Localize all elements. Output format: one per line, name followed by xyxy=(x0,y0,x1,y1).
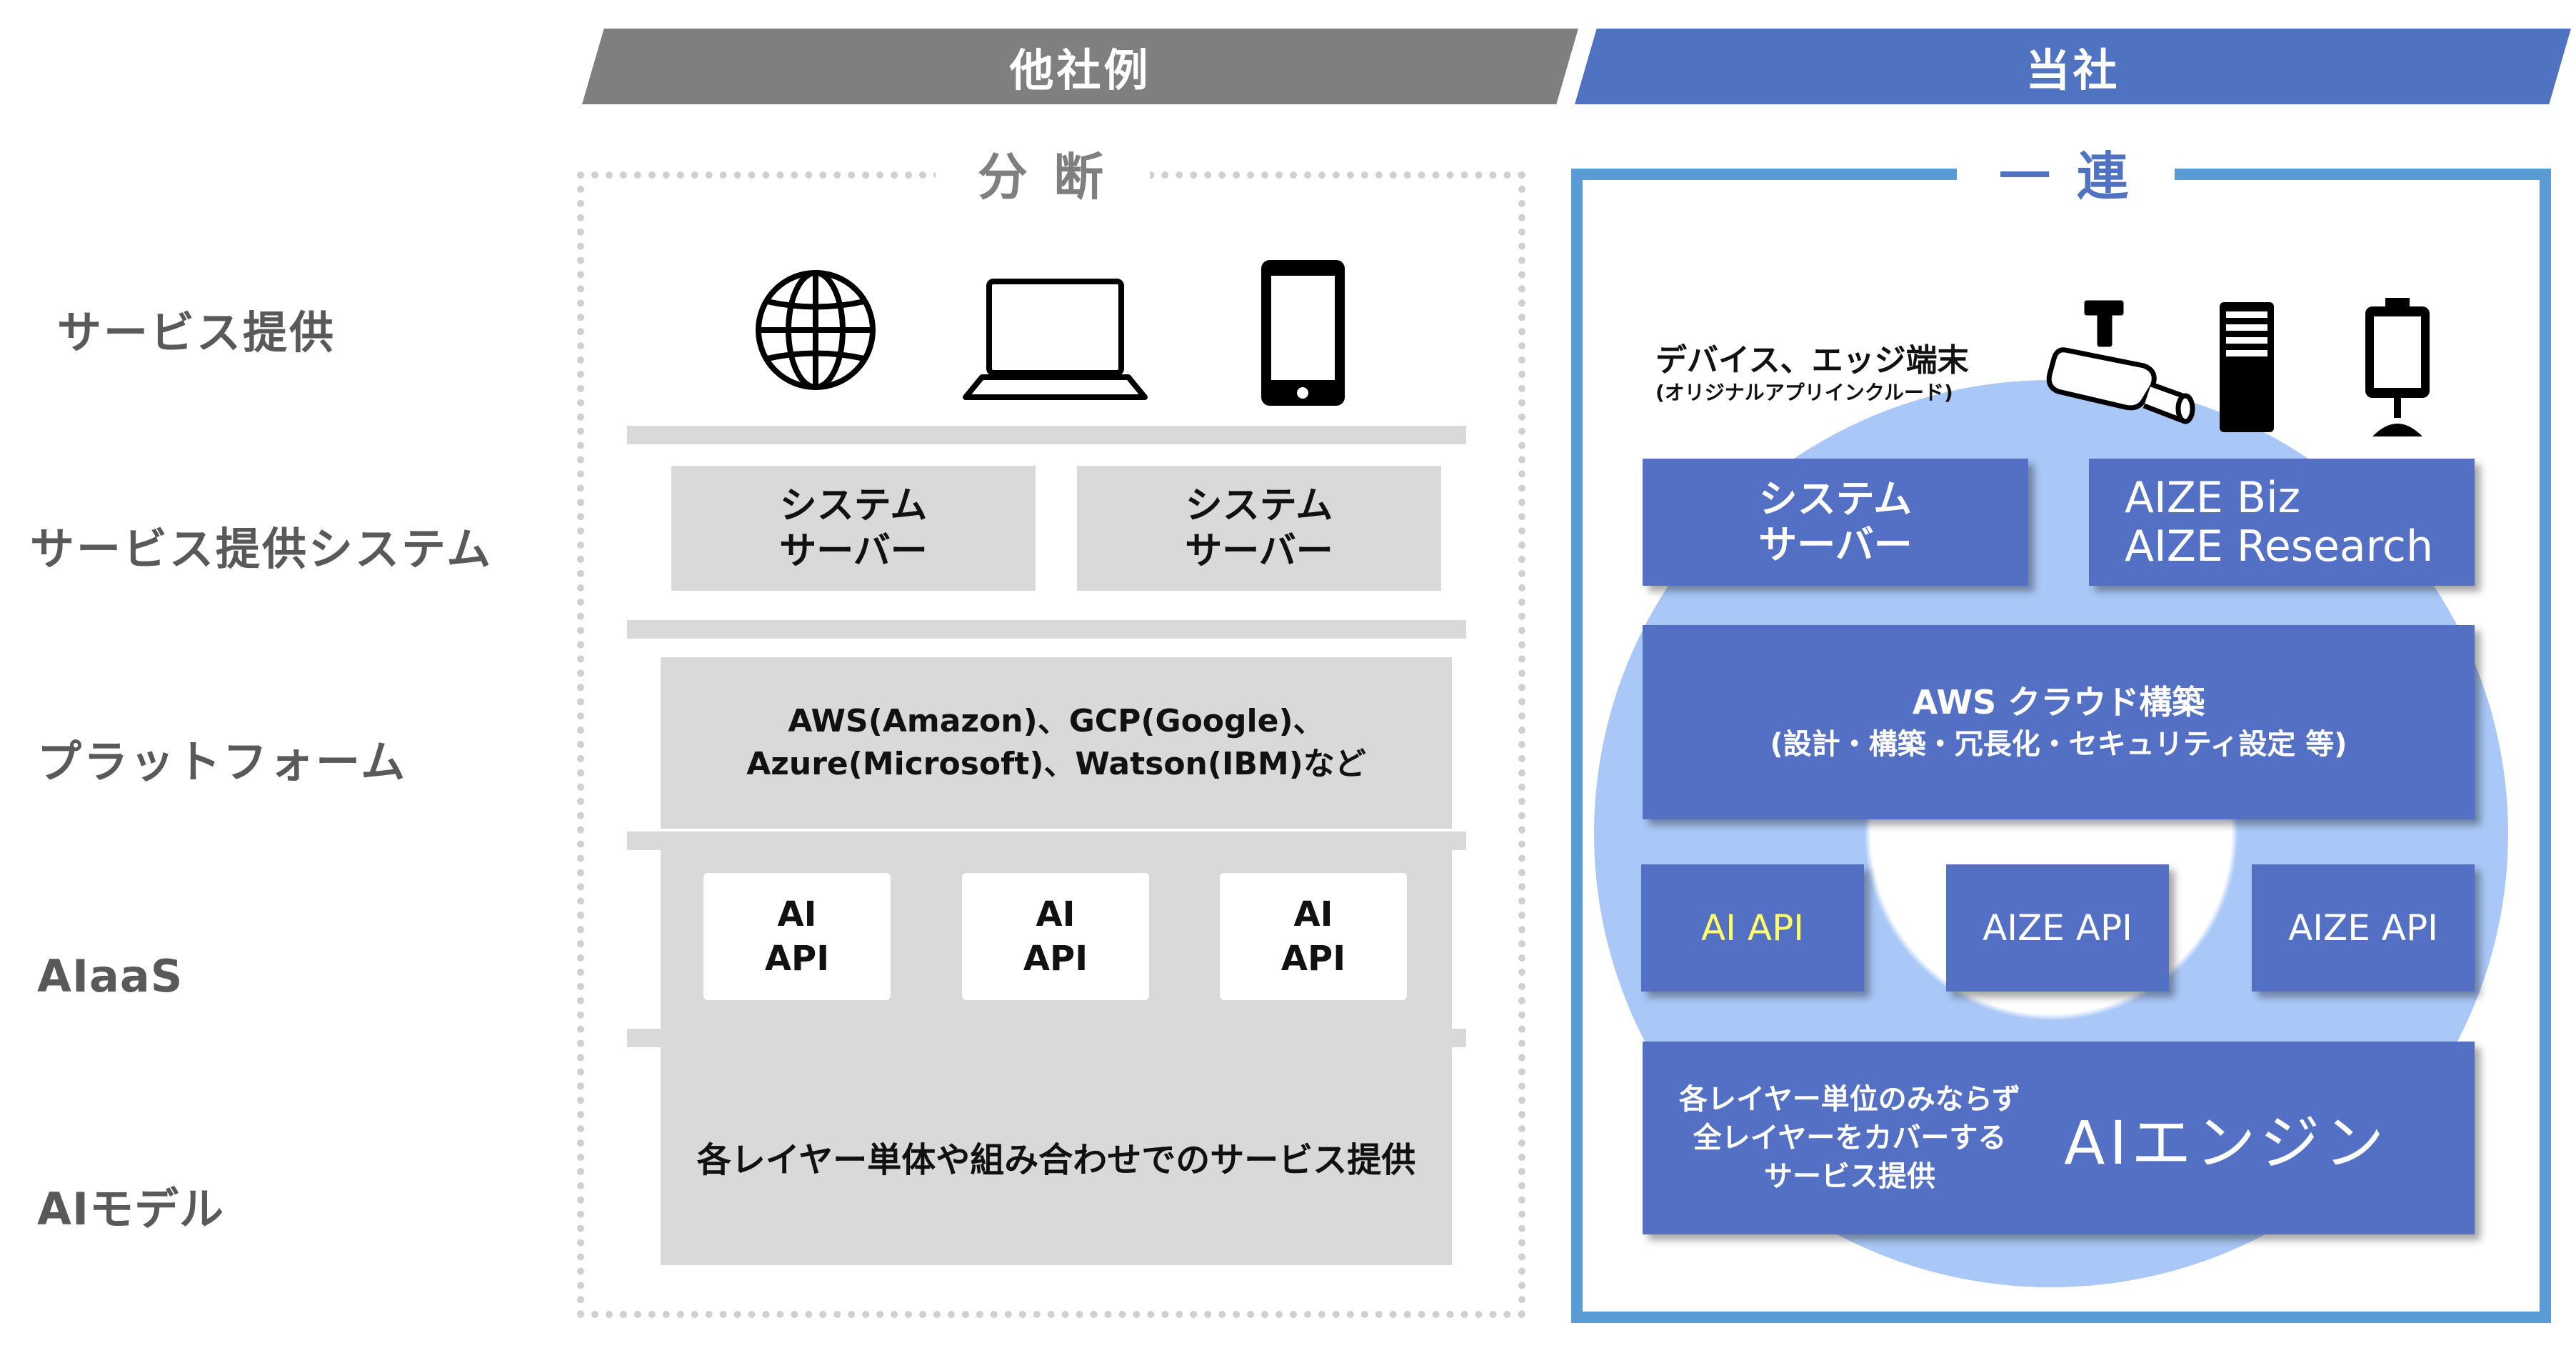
device-title: デバイス、エッジ端末 xyxy=(1655,342,1969,379)
aize-api-2-label: AIZE API xyxy=(2288,907,2438,949)
ai-engine-desc-line2: 全レイヤーをカバーする xyxy=(1693,1122,2007,1154)
competitor-separator-2 xyxy=(627,620,1466,639)
competitor-separator-1 xyxy=(627,426,1466,444)
competitor-header: 他社例 xyxy=(582,29,1578,104)
competitor-ai-api-1-line1: AI xyxy=(777,894,817,934)
ai-engine-description: 各レイヤー単位のみならず 全レイヤーをカバーする サービス提供 xyxy=(1643,1080,2057,1196)
aize-biz-label: AIZE Biz xyxy=(2125,473,2301,523)
row-label-service: サービス提供 xyxy=(57,306,336,359)
ai-engine-label: AIエンジン xyxy=(2064,1107,2389,1178)
aize-api-box-1: AIZE API xyxy=(1946,864,2169,992)
competitor-server-box-2: システム サーバー xyxy=(1077,466,1441,591)
server-tower-icon xyxy=(2220,302,2274,432)
competitor-server-2-line2: サーバー xyxy=(1185,529,1333,573)
competitor-ai-api-2-line1: AI xyxy=(1036,894,1076,934)
competitor-separator-4 xyxy=(627,1029,1466,1047)
ai-engine-box: 各レイヤー単位のみならず 全レイヤーをカバーする サービス提供 AIエンジン xyxy=(1643,1042,2475,1234)
ours-header: 当社 xyxy=(1575,29,2571,104)
competitor-ai-api-box-3: AI API xyxy=(1220,873,1407,1000)
competitor-platform-line2: Azure(Microsoft)、Watson(IBM)など xyxy=(746,746,1366,782)
competitor-ai-api-3-line2: API xyxy=(1281,939,1346,979)
smartphone-icon xyxy=(1261,260,1345,406)
ours-server-line1: システム xyxy=(1758,476,1913,521)
competitor-ai-api-1-line2: API xyxy=(764,939,830,979)
aws-cloud-box: AWS クラウド構築 (設計・構築・冗長化・セキュリティ設定 等) xyxy=(1643,625,2475,819)
competitor-server-box-1: システム サーバー xyxy=(671,466,1036,591)
aws-cloud-subtitle: (設計・構築・冗長化・セキュリティ設定 等) xyxy=(1770,728,2347,761)
ours-server-line2: サーバー xyxy=(1758,522,1913,567)
ai-engine-desc-line3: サービス提供 xyxy=(1764,1160,1935,1193)
competitor-platform-line1: AWS(Amazon)、GCP(Google)、 xyxy=(788,703,1325,739)
competitor-ai-api-3-line1: AI xyxy=(1293,894,1333,934)
competitor-separator-3 xyxy=(627,832,1466,850)
ours-ai-api-label: AI API xyxy=(1701,907,1804,949)
ours-frame xyxy=(1571,169,2551,1323)
laptop-icon xyxy=(963,279,1148,400)
row-label-service-system: サービス提供システム xyxy=(30,523,493,575)
row-label-ai-model: AIモデル xyxy=(37,1183,225,1235)
kiosk-tablet-icon xyxy=(2365,298,2430,436)
device-subtitle: (オリジナルアプリインクルード) xyxy=(1655,381,1953,404)
competitor-server-1-line2: サーバー xyxy=(779,529,928,573)
ours-frame-label: 一 連 xyxy=(1957,136,2175,207)
ai-engine-desc-line1: 各レイヤー単位のみならず xyxy=(1679,1083,2020,1116)
ours-server-box: システム サーバー xyxy=(1643,459,2028,586)
competitor-platform-box: AWS(Amazon)、GCP(Google)、 Azure(Microsoft… xyxy=(661,657,1452,829)
aize-api-box-2: AIZE API xyxy=(2252,864,2475,992)
competitor-server-1-line1: システム xyxy=(779,484,928,527)
security-camera-icon xyxy=(2046,300,2195,424)
competitor-ai-api-box-1: AI API xyxy=(703,873,891,1000)
aws-cloud-title: AWS クラウド構築 xyxy=(1912,683,2205,722)
competitor-ai-api-box-2: AI API xyxy=(962,873,1149,1000)
ours-ai-api-box: AI API xyxy=(1641,864,1864,992)
competitor-ai-api-2-line2: API xyxy=(1023,939,1088,979)
aize-products-box: AIZE Biz AIZE Research xyxy=(2089,459,2475,586)
aize-api-1-label: AIZE API xyxy=(1983,907,2133,949)
row-label-platform: プラットフォーム xyxy=(37,736,408,788)
aize-research-label: AIZE Research xyxy=(2125,521,2434,571)
row-label-aiaas: AIaaS xyxy=(37,950,184,1002)
competitor-bottom-box: 各レイヤー単体や組み合わせでのサービス提供 xyxy=(661,1047,1452,1265)
competitor-bottom-text: 各レイヤー単体や組み合わせでのサービス提供 xyxy=(696,1139,1416,1180)
competitor-frame-label: 分 断 xyxy=(936,137,1150,209)
globe-icon xyxy=(756,270,876,390)
competitor-server-2-line1: システム xyxy=(1185,484,1333,527)
